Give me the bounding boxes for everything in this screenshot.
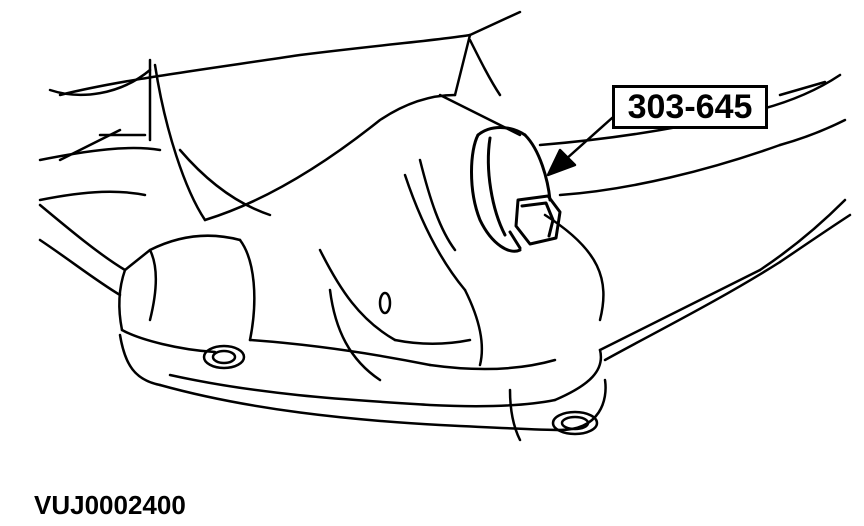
- bolt-holes: [204, 293, 597, 434]
- callout-leader: [548, 118, 612, 175]
- drain-plug-tool: [472, 128, 561, 252]
- tool-number-callout: 303-645: [612, 85, 768, 129]
- engine-block-outline: [40, 12, 520, 220]
- left-flange-block: [40, 205, 254, 385]
- right-housing-outline: [405, 40, 845, 365]
- figure-reference-code: VUJ0002400: [34, 490, 186, 520]
